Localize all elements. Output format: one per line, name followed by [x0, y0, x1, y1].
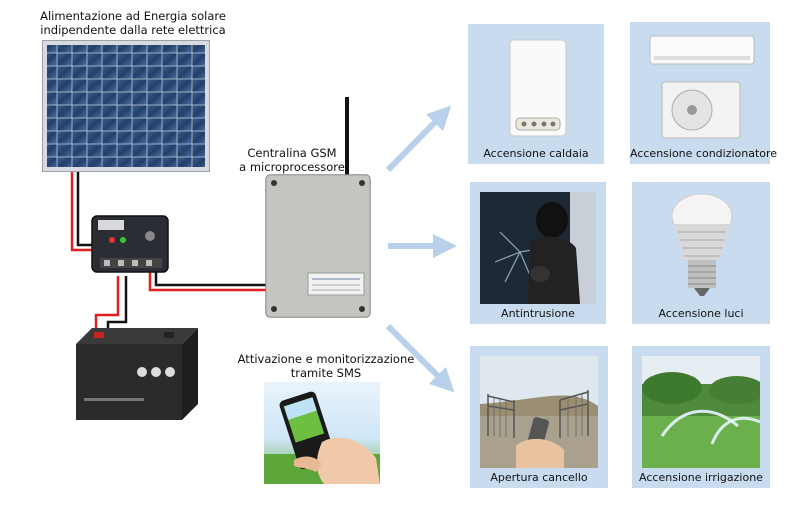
device-label-gate: Apertura cancello	[490, 471, 588, 484]
light-bulb-icon	[671, 193, 733, 296]
device-label-lights: Accensione luci	[658, 307, 744, 320]
sms-caption-line1: Attivazione e monitorizzazione	[237, 352, 415, 366]
sprinkler-icon	[642, 356, 760, 468]
charge-controller-icon	[91, 215, 169, 273]
battery-wire-red	[94, 276, 120, 335]
sms-caption-line2: tramite SMS	[290, 366, 362, 380]
boiler-icon	[509, 39, 567, 137]
gate-icon	[480, 356, 598, 468]
device-label-boiler: Accensione caldaia	[483, 147, 589, 160]
solar-caption-line2: indipendente dalla rete elettrica	[40, 23, 226, 37]
tile-lights: Accensione luci	[632, 182, 770, 324]
tile-boiler: Accensione caldaia	[468, 24, 604, 164]
panel-wire-red	[70, 172, 92, 252]
tile-air-conditioner: Accensione condizionatore	[630, 22, 778, 164]
tile-intruder: Antintrusione	[470, 182, 606, 324]
panel-wire-black	[76, 172, 92, 247]
arrow-up	[385, 105, 452, 173]
device-label-air-conditioner: Accensione condizionatore	[630, 147, 778, 160]
solar-panel-icon	[42, 40, 210, 172]
tile-irrigation: Accensione irrigazione	[632, 346, 770, 488]
phone-in-hand-icon	[264, 382, 380, 484]
gsm-wire-red	[148, 270, 270, 292]
gsm-wire-black	[154, 270, 270, 287]
tile-gate: Apertura cancello	[470, 346, 608, 488]
gsm-control-unit-icon	[265, 97, 371, 318]
air-conditioner-icon	[649, 35, 755, 139]
device-label-irrigation: Accensione irrigazione	[639, 471, 763, 484]
gsm-caption-line2: a microprocessore	[239, 160, 345, 174]
solar-caption-line1: Alimentazione ad Energia solare	[40, 9, 226, 23]
device-label-intruder: Antintrusione	[501, 307, 575, 320]
gsm-caption-line1: Centralina GSM	[247, 146, 337, 160]
battery-icon	[76, 328, 198, 420]
arrow-down	[385, 323, 455, 393]
intruder-icon	[480, 192, 596, 304]
